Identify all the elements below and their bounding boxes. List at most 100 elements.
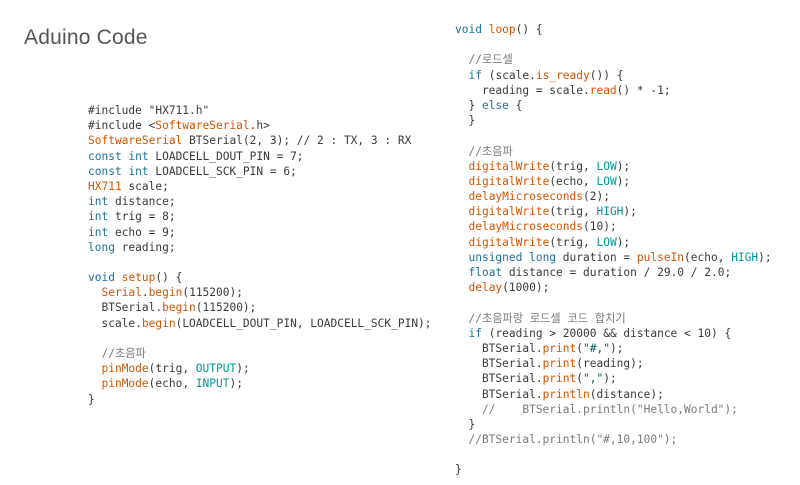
code-token: // BTSerial.println("Hello,World"); [455, 402, 738, 416]
loop-code-block: void loop() { //로드셀 if (scale.is_ready()… [455, 22, 772, 478]
code-token: setup [121, 271, 156, 285]
code-line: digitalWrite(echo, LOW); [455, 174, 772, 189]
code-token: int [88, 225, 109, 239]
code-line: HX711 scale; [88, 179, 432, 194]
code-line: SoftwareSerial BTSerial(2, 3); // 2 : TX… [88, 133, 432, 148]
code-token: //초음파 [455, 144, 513, 158]
code-token: } [455, 463, 462, 477]
code-token: print [542, 372, 577, 386]
code-token: print [542, 357, 577, 371]
code-token: unsigned long [468, 250, 557, 264]
code-token [482, 23, 489, 36]
code-line: long reading; [88, 240, 432, 255]
code-token: void [88, 271, 115, 285]
code-line: Serial.begin(115200); [88, 285, 432, 300]
code-line [88, 255, 432, 270]
code-line [455, 447, 772, 462]
code-token: reading = scale. [455, 83, 590, 97]
code-line: } else { [455, 98, 772, 113]
code-token: ()) { [589, 68, 624, 82]
code-token: ); [616, 235, 631, 249]
code-token: () { [515, 23, 543, 36]
code-token: LOW [596, 159, 617, 173]
code-line: BTSerial.begin(115200); [88, 300, 432, 315]
code-token: distance = duration / 29.0 / 2.0; [502, 266, 732, 279]
code-token: OUTPUT [195, 362, 237, 376]
code-token: (LOADCELL_DOUT_PIN, LOADCELL_SCK_PIN); [175, 316, 432, 330]
code-token: echo = 9; [108, 225, 176, 239]
code-token: (scale. [481, 68, 536, 82]
code-line: } [455, 462, 772, 477]
slide-title: Aduino Code [24, 26, 148, 49]
code-token: . [141, 286, 149, 300]
code-token: .h> [249, 119, 270, 133]
code-token: } [455, 98, 482, 112]
code-line: delay(1000); [455, 280, 772, 295]
code-token: } [88, 392, 95, 406]
code-token: begin [162, 301, 196, 315]
code-line: void setup() { [88, 270, 432, 285]
code-token: //BTSerial.println("#,10,100"); [455, 433, 678, 447]
code-token: BTSerial. [88, 301, 163, 315]
code-line: BTSerial.print("#,"); [455, 341, 772, 356]
code-token: digitalWrite [468, 205, 550, 219]
code-token: { [508, 98, 523, 112]
code-token: pinMode [101, 377, 149, 391]
code-line: const int LOADCELL_DOUT_PIN = 7; [88, 149, 432, 164]
code-token: delay [468, 281, 503, 295]
code-token: } [455, 417, 476, 431]
code-token [455, 160, 468, 173]
code-token: ); [616, 159, 631, 173]
code-token: () { [155, 271, 183, 285]
code-line: //초음파랑 로드셀 코드 합치기 [455, 311, 772, 326]
code-token: is_ready [535, 68, 590, 82]
code-token: duration = [556, 250, 637, 264]
code-token: (reading); [576, 357, 644, 371]
code-line: pinMode(echo, INPUT); [88, 376, 432, 391]
code-token [455, 205, 468, 218]
code-line: } [455, 417, 772, 432]
code-token: "," [583, 372, 604, 386]
code-token: (reading > 20000 && distance < 10) { [481, 326, 732, 340]
code-token: (trig, [549, 205, 597, 219]
code-token: SoftwareSerial [155, 119, 250, 133]
code-token [88, 286, 101, 299]
code-token: print [542, 341, 577, 355]
code-token: Serial [101, 286, 142, 300]
code-token [88, 377, 101, 390]
code-line: if (scale.is_ready()) { [455, 68, 772, 83]
code-token: println [542, 387, 590, 401]
code-token: float [468, 266, 503, 279]
code-line: digitalWrite(trig, HIGH); [455, 204, 772, 219]
code-token: ( [576, 372, 583, 386]
code-token: (1000); [502, 281, 550, 295]
code-token [455, 175, 468, 188]
code-token [88, 362, 101, 375]
code-line: digitalWrite(trig, LOW); [455, 159, 772, 174]
code-token: (115200); [182, 286, 243, 300]
code-token: (10); [583, 220, 617, 234]
code-line: digitalWrite(trig, LOW); [455, 235, 772, 250]
code-token: distance; [108, 195, 176, 209]
code-token: ); [229, 377, 243, 391]
code-token: scale. [88, 316, 142, 330]
code-token [455, 251, 468, 264]
code-line [455, 295, 772, 310]
code-line: #include "HX711.h" [88, 103, 432, 118]
code-token: reading; [114, 240, 176, 254]
code-token: (2); [583, 190, 610, 204]
code-token: LOW [596, 235, 617, 249]
code-token: HIGH [731, 250, 759, 264]
code-line: #include <SoftwareSerial.h> [88, 118, 432, 133]
code-token: ); [609, 341, 624, 355]
code-token: ); [236, 362, 250, 376]
code-token [455, 327, 468, 340]
code-token: digitalWrite [468, 235, 550, 249]
code-token: const int [88, 149, 149, 163]
code-token: (echo, [549, 174, 597, 188]
code-line [88, 331, 432, 346]
code-token: #include < [88, 119, 156, 133]
code-token: pulseIn [636, 250, 685, 264]
code-token: LOADCELL_DOUT_PIN = 7; [148, 149, 304, 163]
code-line: delayMicroseconds(10); [455, 219, 772, 234]
